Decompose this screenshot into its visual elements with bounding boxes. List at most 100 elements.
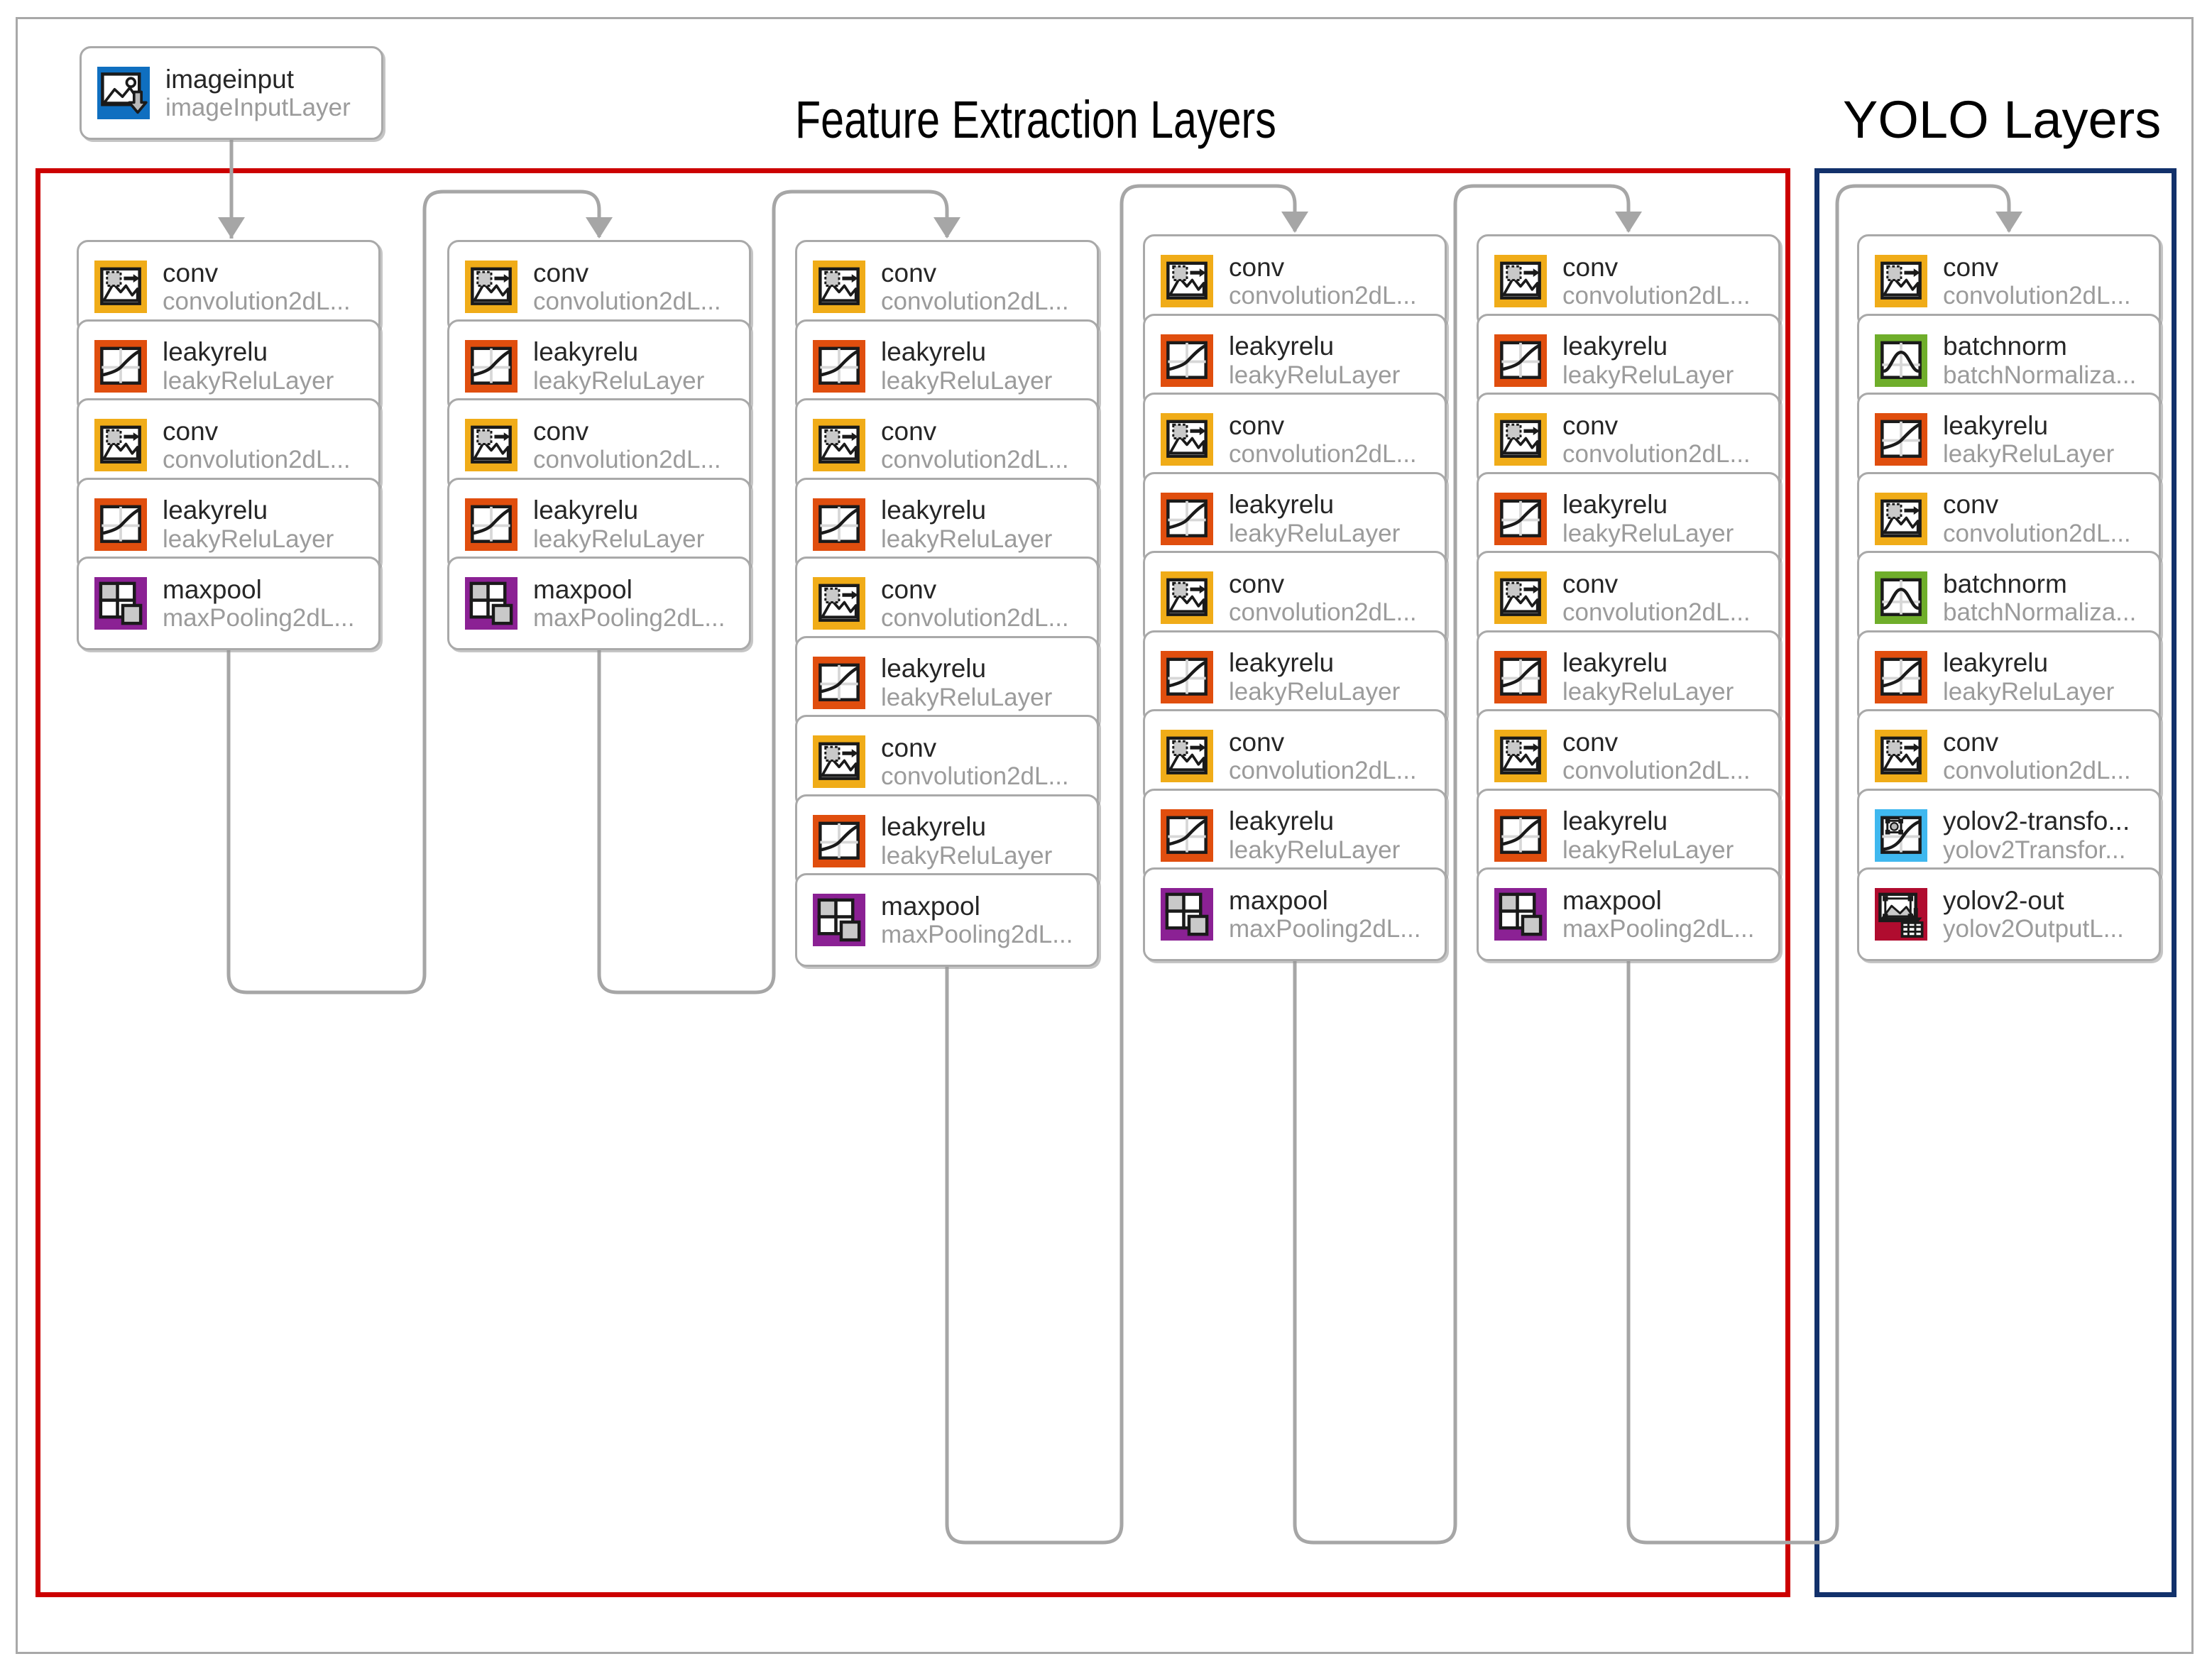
layer-block-name: conv <box>881 733 937 762</box>
conv-icon <box>1161 571 1213 624</box>
layer-block-name: leakyrelu <box>1229 648 1335 678</box>
yolov2-output-icon <box>1875 888 1927 941</box>
layer-block-name: conv <box>1943 252 1999 282</box>
layer-block-yolov2-transfo-[interactable]: yolov2-transfo...yolov2Transfor... <box>1857 788 2161 882</box>
conv-icon <box>813 419 865 471</box>
layer-block-type: convolution2dL... <box>1229 598 1417 627</box>
conv-icon <box>1494 413 1547 466</box>
layer-block-name: conv <box>1229 727 1285 757</box>
image-input-icon <box>97 67 150 119</box>
layer-block-name: conv <box>1562 252 1619 282</box>
layer-block-name: leakyrelu <box>881 812 987 842</box>
layer-block-name: conv <box>1943 727 1999 757</box>
layer-block-type: leakyReluLayer <box>881 841 1053 870</box>
leaky-relu-icon <box>465 498 518 551</box>
conv-icon <box>813 261 865 313</box>
layer-block-type: leakyReluLayer <box>163 366 334 395</box>
feature-extraction-title: Feature Extraction Layers <box>795 90 1276 149</box>
conv-icon <box>465 261 518 313</box>
leaky-relu-icon <box>1161 650 1213 703</box>
layer-block-type: leakyReluLayer <box>881 366 1053 395</box>
conv-icon <box>1875 255 1927 307</box>
layer-block-type: batchNormaliza... <box>1943 598 2137 627</box>
leaky-relu-icon <box>1494 809 1547 862</box>
layer-block-name: conv <box>533 258 589 287</box>
layer-block-type: leakyReluLayer <box>1562 361 1734 389</box>
layer-block-type: maxPooling2dL... <box>1229 915 1421 943</box>
layer-block-type: convolution2dL... <box>1229 282 1417 310</box>
layer-block-name: leakyrelu <box>533 495 639 525</box>
layer-block-text: yolov2-transfo...yolov2Transfor... <box>1943 806 2130 864</box>
leaky-relu-icon <box>1161 809 1213 862</box>
layer-block-name: maxpool <box>881 891 980 921</box>
layer-block-name: conv <box>1562 410 1619 440</box>
layer-block-name: batchnorm <box>1943 332 2067 361</box>
maxpool-icon <box>465 577 518 630</box>
leaky-relu-icon <box>813 656 865 709</box>
leaky-relu-icon <box>813 339 865 393</box>
layer-block-name: maxpool <box>163 574 262 604</box>
leaky-relu-icon <box>1494 650 1547 703</box>
maxpool-icon <box>94 577 147 630</box>
layer-block-name: conv <box>1229 252 1285 282</box>
layer-block-type: leakyReluLayer <box>881 525 1053 553</box>
layer-block-type: leakyReluLayer <box>1229 519 1401 547</box>
layer-block-name: leakyrelu <box>1229 332 1335 361</box>
